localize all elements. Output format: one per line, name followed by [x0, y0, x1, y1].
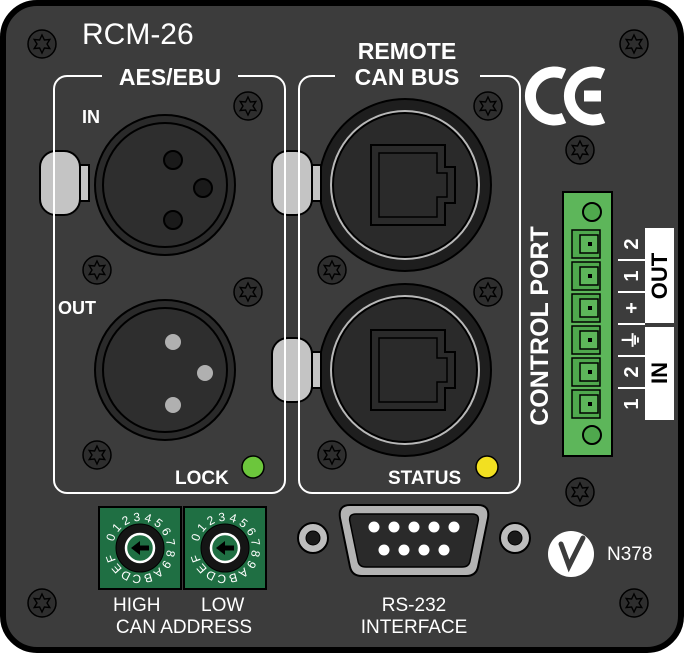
interface-label: INTERFACE: [360, 617, 468, 638]
screw: [27, 588, 57, 618]
dial-digit: 8: [248, 549, 263, 558]
screw: [619, 588, 649, 618]
pin-label: +: [621, 302, 643, 314]
status-led: [475, 455, 499, 479]
model-name: RCM-26: [82, 18, 194, 51]
screw: [565, 477, 595, 507]
dial-digit: 7: [248, 538, 263, 547]
in-section-label: IN: [647, 362, 672, 384]
remote-title-gap: [335, 70, 480, 82]
xlr-in-connector: [94, 114, 236, 256]
xlr-out-connector: [94, 299, 236, 441]
aes-title-gap: [102, 70, 238, 82]
rs232-label: RS-232: [381, 595, 447, 616]
dial-digit: 4: [143, 510, 153, 525]
dial-digit: 3: [133, 510, 141, 525]
pin-label: ⏚: [620, 330, 643, 350]
lock-led: [241, 455, 265, 479]
low-switch-label: LOW: [201, 595, 245, 616]
dial-digit: 8: [163, 549, 178, 558]
high-switch-label: HIGH: [113, 595, 161, 616]
dial-digit: 7: [163, 538, 178, 547]
pin-label: 2: [621, 238, 643, 249]
pin-label: 1: [621, 398, 643, 409]
out-section-label: OUT: [647, 252, 672, 299]
xlr-in-label: IN: [82, 107, 100, 127]
dial-digit: C: [216, 571, 226, 586]
status-label: STATUS: [388, 468, 462, 489]
aes-ebu-title: AES/EBU: [118, 64, 222, 90]
control-port-title: CONTROL PORT: [526, 226, 554, 426]
screw: [565, 135, 595, 165]
dial-digit: 3: [218, 510, 226, 525]
dial-digit: F: [103, 553, 119, 565]
dial-digit: C: [131, 571, 141, 586]
c-tick-mark-icon: [548, 531, 594, 577]
aes-ebu-section-outline: [53, 75, 286, 494]
remote-title-line2: CAN BUS: [354, 64, 460, 90]
screw: [27, 29, 57, 59]
dial-digit: B: [142, 570, 153, 586]
remote-title-line1: REMOTE: [357, 38, 457, 64]
can-address-label: CAN ADDRESS: [115, 617, 253, 638]
ce-mark-icon: [524, 66, 606, 126]
rs232-db9-connector: [297, 504, 531, 577]
dial-digit: 0: [188, 532, 204, 543]
dial-digit: B: [227, 570, 238, 586]
dial-digit: F: [188, 553, 204, 565]
pin-label-strip: [618, 228, 674, 420]
screw: [619, 29, 649, 59]
pin-label: 1: [621, 270, 643, 281]
pin-label: 2: [621, 366, 643, 377]
c-tick-code: N378: [607, 544, 653, 565]
dial-digit: 4: [228, 510, 238, 525]
xlr-out-label: OUT: [58, 298, 96, 318]
lock-label: LOCK: [175, 468, 229, 489]
dial-digit: 0: [103, 532, 119, 543]
remote-can-section-outline: [298, 75, 521, 494]
control-port-connector: [562, 191, 613, 457]
